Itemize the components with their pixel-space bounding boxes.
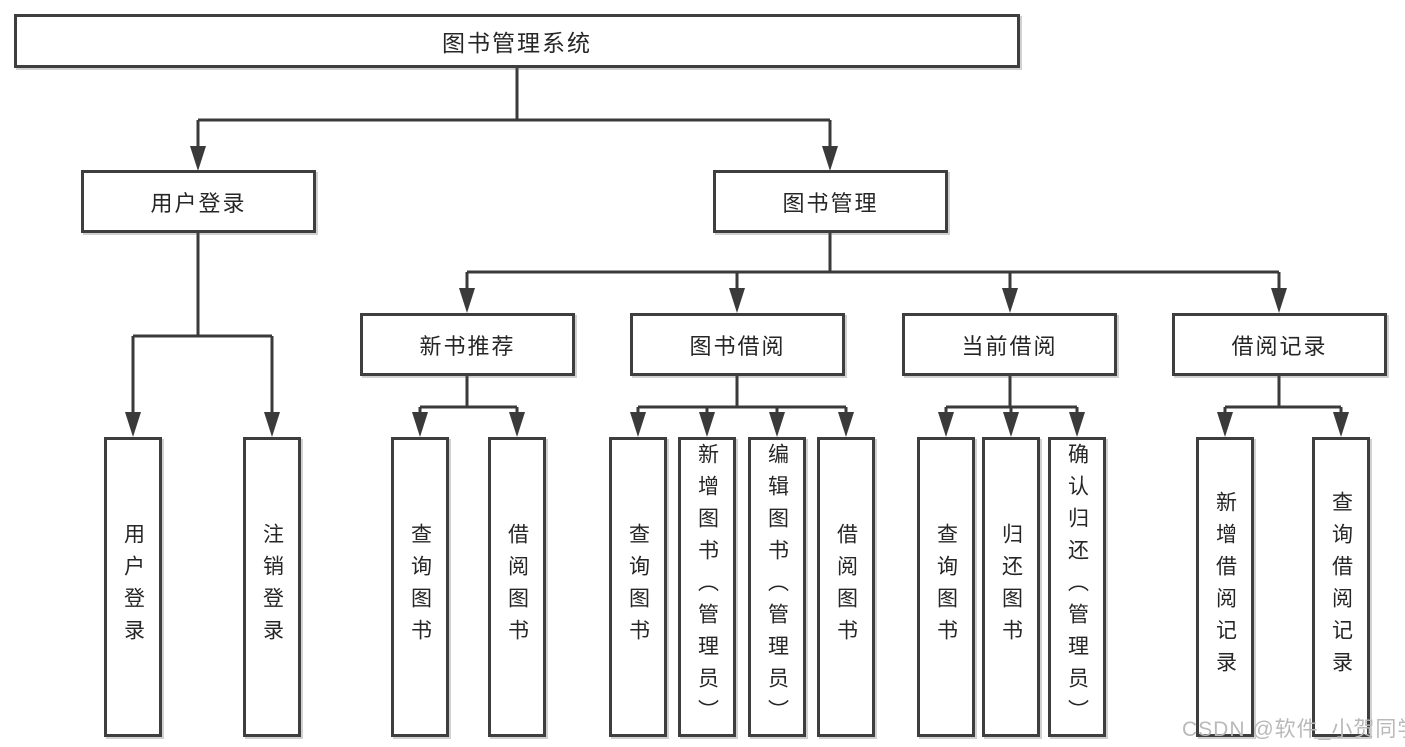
- leaf-logout-label: 注销登录: [260, 523, 284, 651]
- leaf-user-login-label: 用户登录: [121, 523, 145, 651]
- leaf-borrow-books-recommend: 借阅图书: [488, 437, 546, 737]
- leaf-query-books-current-label: 查询图书: [934, 523, 958, 651]
- node-user-login: 用户登录: [81, 170, 316, 233]
- leaf-add-book-admin: 新增图书（管理员）: [678, 437, 736, 737]
- node-book-management-label: 图书管理: [782, 190, 879, 216]
- leaf-logout: 注销登录: [243, 437, 301, 737]
- leaf-query-books-borrow-label: 查询图书: [626, 523, 650, 651]
- leaf-edit-book-admin: 编辑图书（管理员）: [748, 437, 806, 737]
- node-current-borrow-label: 当前借阅: [961, 333, 1058, 359]
- leaf-query-books-current: 查询图书: [917, 437, 975, 737]
- node-borrow-records: 借阅记录: [1172, 313, 1387, 376]
- node-root-label: 图书管理系统: [442, 30, 592, 56]
- leaf-return-book: 归还图书: [982, 437, 1040, 737]
- node-book-borrow: 图书借阅: [630, 313, 845, 376]
- leaf-query-borrow-record: 查询借阅记录: [1312, 437, 1370, 737]
- leaf-confirm-return-admin: 确认归还（管理员）: [1048, 437, 1106, 737]
- leaf-add-book-admin-label: 新增图书（管理员）: [695, 443, 719, 731]
- node-borrow-records-label: 借阅记录: [1231, 333, 1328, 359]
- node-book-management: 图书管理: [713, 170, 948, 233]
- node-book-borrow-label: 图书借阅: [689, 333, 786, 359]
- leaf-user-login: 用户登录: [104, 437, 162, 737]
- leaf-add-borrow-record-label: 新增借阅记录: [1213, 491, 1237, 683]
- leaf-confirm-return-admin-label: 确认归还（管理员）: [1065, 443, 1089, 731]
- leaf-borrow-books-label: 借阅图书: [834, 523, 858, 651]
- node-root: 图书管理系统: [14, 14, 1020, 68]
- leaf-query-books-borrow: 查询图书: [609, 437, 667, 737]
- leaf-query-books-recommend-label: 查询图书: [408, 523, 432, 651]
- leaf-query-borrow-record-label: 查询借阅记录: [1329, 491, 1353, 683]
- leaf-borrow-books-recommend-label: 借阅图书: [505, 523, 529, 651]
- leaf-add-borrow-record: 新增借阅记录: [1196, 437, 1254, 737]
- csdn-watermark: CSDN @软件_小贺同学: [1182, 718, 1405, 741]
- leaf-borrow-books: 借阅图书: [817, 437, 875, 737]
- leaf-query-books-recommend: 查询图书: [391, 437, 449, 737]
- leaf-return-book-label: 归还图书: [999, 523, 1023, 651]
- node-user-login-label: 用户登录: [150, 190, 247, 216]
- node-current-borrow: 当前借阅: [902, 313, 1117, 376]
- node-new-book-recommend: 新书推荐: [360, 313, 575, 376]
- node-new-book-recommend-label: 新书推荐: [419, 333, 516, 359]
- leaf-edit-book-admin-label: 编辑图书（管理员）: [765, 443, 789, 731]
